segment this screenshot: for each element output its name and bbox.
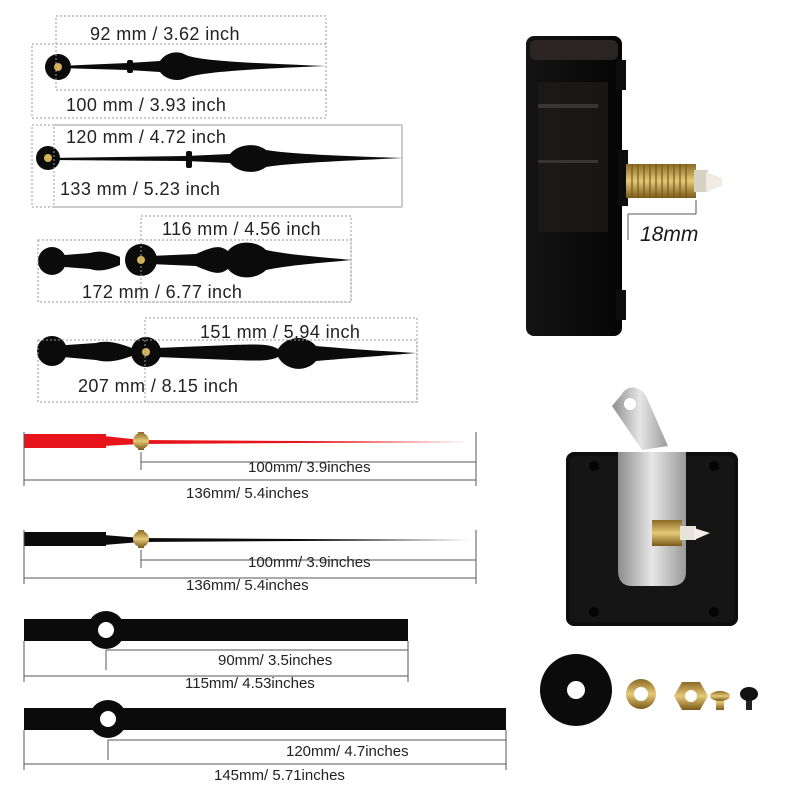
shaft-length-label: 18mm — [640, 223, 699, 246]
set3-short-length-label: 116 mm / 4.56 inch — [162, 219, 321, 239]
set4-long-length-label: 207 mm / 8.15 inch — [78, 376, 239, 396]
hanger — [612, 387, 668, 450]
set4-short-length-label: 151 mm / 5.94 inch — [200, 322, 361, 342]
minute-hand-1 — [58, 52, 326, 80]
straight-hand-b — [23, 700, 507, 770]
brass-cap-nut — [710, 691, 730, 710]
straight-a-long-label: 115mm/ 4.53inches — [185, 675, 315, 692]
straight-hand-a — [23, 611, 409, 682]
hand-set-4 — [37, 336, 416, 369]
set1-short-length-label: 92 mm / 3.62 inch — [90, 24, 240, 44]
set3-long-length-label: 172 mm / 6.77 inch — [82, 282, 243, 302]
movement-front-view — [566, 387, 738, 626]
minute-hand-2 — [48, 145, 403, 172]
set2-short-length-label: 120 mm / 4.72 inch — [66, 127, 227, 147]
second-hand-red — [23, 432, 477, 486]
hand-set-2 — [36, 145, 403, 172]
set2-long-length-label: 133 mm / 5.23 inch — [60, 179, 221, 199]
movement-side-view — [526, 36, 722, 336]
black-second-short-label: 100mm/ 3.9inches — [248, 554, 371, 571]
straight-b-short-label: 120mm/ 4.7inches — [286, 743, 409, 760]
hand-set-3 — [38, 242, 352, 278]
second-hand-black — [23, 530, 477, 584]
accessories — [540, 654, 758, 726]
straight-b-long-label: 145mm/ 5.71inches — [214, 767, 345, 784]
black-second-long-label: 136mm/ 5.4inches — [186, 577, 309, 594]
set1-long-length-label: 100 mm / 3.93 inch — [66, 95, 227, 115]
red-second-long-label: 136mm/ 5.4inches — [186, 485, 309, 502]
hand-set-1 — [45, 52, 326, 80]
dimension-frames — [31, 15, 418, 403]
black-cap-nut — [740, 687, 758, 710]
straight-a-short-label: 90mm/ 3.5inches — [218, 652, 333, 669]
red-second-short-label: 100mm/ 3.9inches — [248, 459, 371, 476]
